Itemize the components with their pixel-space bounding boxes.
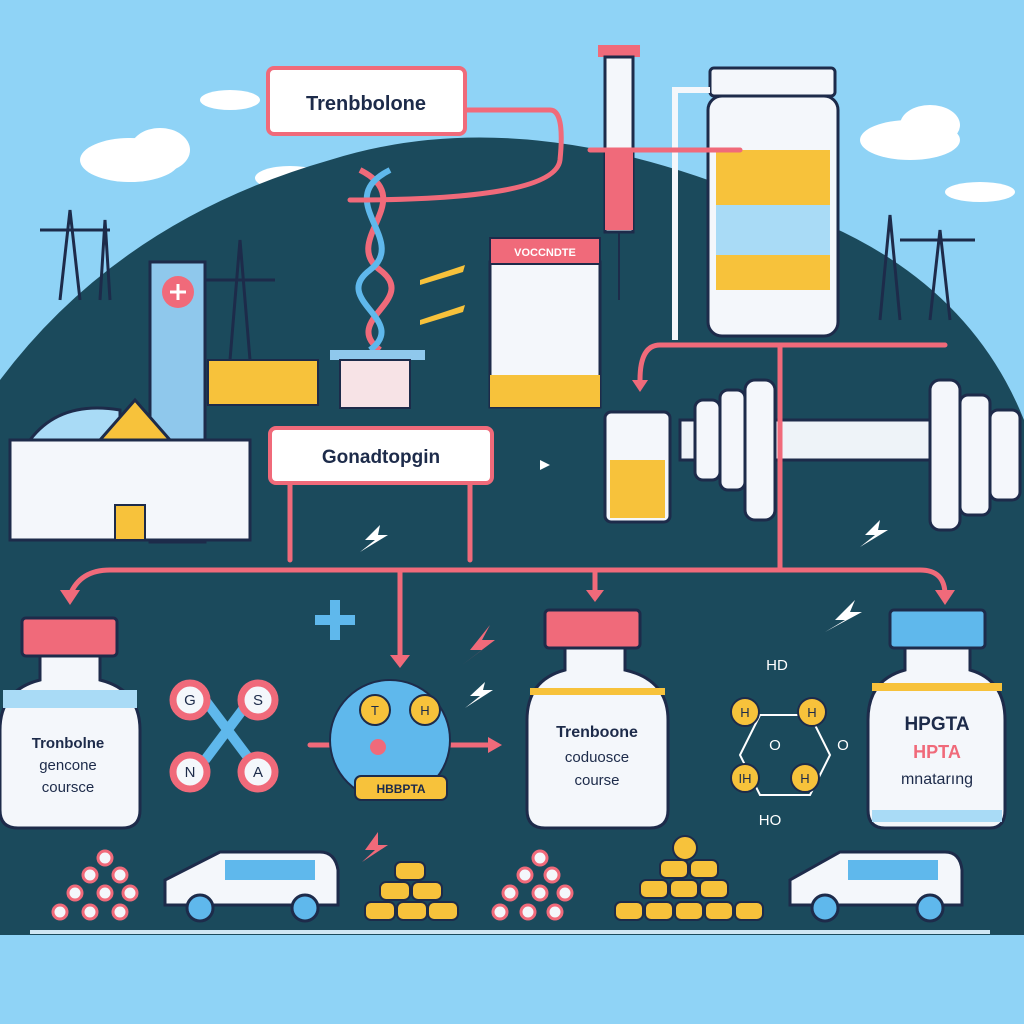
svg-text:coursce: coursce — [42, 779, 95, 796]
lab-building: VOCCNDTE — [488, 237, 602, 409]
svg-text:H: H — [740, 705, 749, 720]
svg-text:HPTA: HPTA — [913, 742, 961, 762]
molecule-globe: T H HBBPTA — [329, 679, 451, 801]
svg-text:T: T — [371, 703, 379, 718]
arrow-heads — [60, 380, 955, 753]
syringe — [598, 45, 640, 300]
label-gonadotropin: Gonadtopgin — [268, 426, 494, 485]
lightning-icons-yellow — [420, 265, 465, 325]
svg-text:course: course — [574, 772, 619, 789]
svg-text:HO: HO — [759, 812, 782, 829]
svg-text:Tronbolne: Tronbolne — [32, 735, 105, 752]
svg-text:HD: HD — [766, 657, 788, 674]
label-trenbolone: Trenbbolone — [266, 66, 467, 136]
van-1 — [163, 850, 340, 923]
molecule-gsna: G S N A — [169, 679, 279, 793]
svg-text:N: N — [185, 764, 196, 781]
svg-text:Gonadtopgin: Gonadtopgin — [322, 447, 440, 468]
svg-text:HPGTA: HPGTA — [904, 714, 969, 735]
pill-piles — [51, 835, 764, 921]
vial-2: Trenboone coduosce course — [525, 608, 670, 830]
lightning-icons — [362, 625, 495, 862]
hospital-building — [8, 260, 319, 544]
svg-text:mnatarıng: mnatarıng — [901, 771, 973, 788]
jar — [672, 66, 840, 340]
svg-text:H: H — [807, 705, 816, 720]
svg-text:S: S — [253, 692, 263, 709]
svg-text:H: H — [800, 771, 809, 786]
vial-1: Tronbolne gencone coursce — [0, 616, 142, 830]
svg-text:Trenbbolone: Trenbbolone — [306, 93, 426, 115]
svg-text:G: G — [184, 692, 196, 709]
lightning-icons-white — [360, 460, 888, 708]
power-towers — [40, 209, 975, 361]
plus-icon — [315, 600, 355, 640]
svg-text:H: H — [420, 703, 429, 718]
svg-text:O: O — [837, 737, 849, 754]
svg-text:coduosce: coduosce — [565, 749, 629, 766]
svg-text:O: O — [769, 737, 781, 754]
svg-text:HBBPTA: HBBPTA — [376, 782, 425, 796]
van-2 — [788, 850, 964, 923]
svg-text:Trenboone: Trenboone — [556, 724, 638, 741]
dumbbell — [603, 378, 1022, 532]
molecule-hexagon: H H IH H O O HD HO — [730, 657, 849, 829]
svg-text:gencone: gencone — [39, 757, 97, 774]
building-sign: VOCCNDTE — [514, 247, 576, 259]
vial-3: HPGTA HPTA mnatarıng — [866, 608, 1007, 830]
svg-text:IH: IH — [739, 771, 752, 786]
svg-text:A: A — [253, 764, 263, 781]
